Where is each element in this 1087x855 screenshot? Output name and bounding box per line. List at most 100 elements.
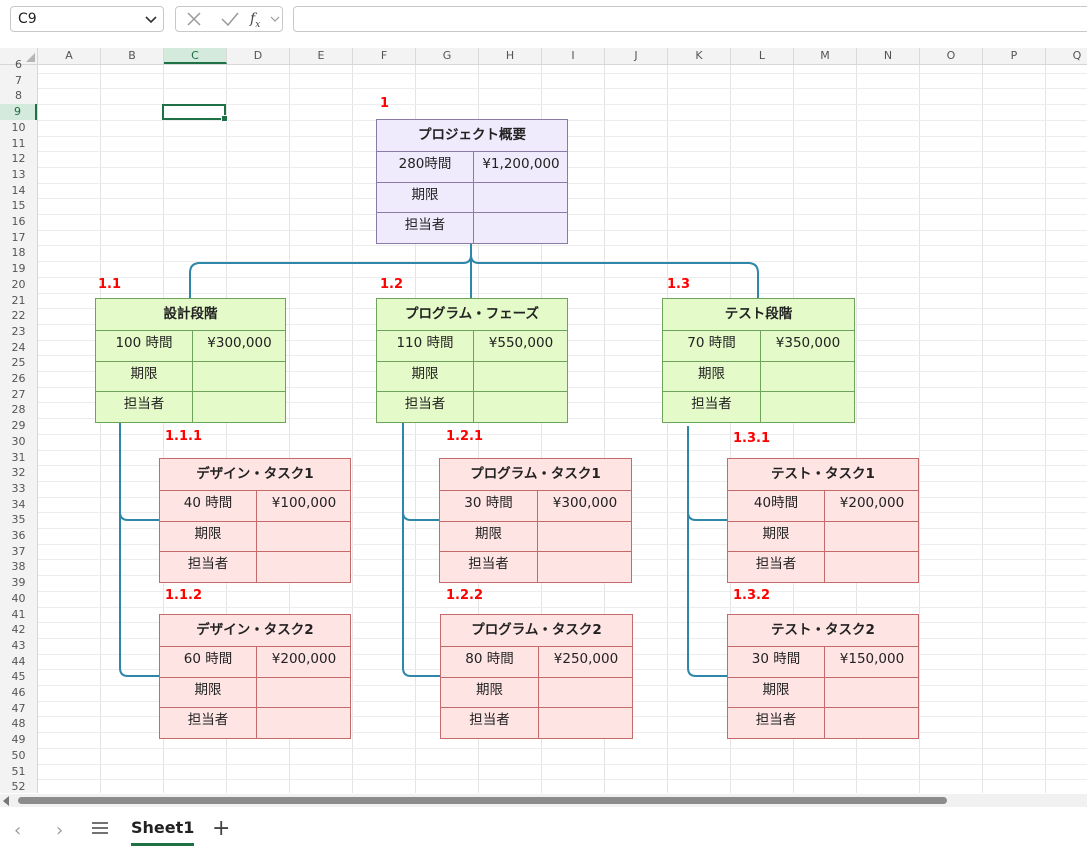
add-sheet-icon[interactable]: + xyxy=(212,816,231,841)
row-header-52[interactable]: 52 xyxy=(11,780,26,793)
row-header-38[interactable]: 38 xyxy=(11,560,26,574)
row-header-13[interactable]: 13 xyxy=(11,167,26,181)
column-header-c[interactable]: C xyxy=(164,48,227,64)
wbs-row-divider xyxy=(377,391,567,392)
row-header-20[interactable]: 20 xyxy=(11,277,26,291)
row-header-30[interactable]: 30 xyxy=(11,434,26,448)
row-header-7[interactable]: 7 xyxy=(15,73,22,87)
row-header-44[interactable]: 44 xyxy=(11,654,26,668)
row-header-9[interactable]: 9 xyxy=(0,104,37,120)
column-header-m[interactable]: M xyxy=(794,48,857,64)
formula-input[interactable] xyxy=(293,6,1087,32)
row-header-11[interactable]: 11 xyxy=(11,136,26,150)
grid-col-line xyxy=(793,65,794,793)
scroll-left-icon[interactable] xyxy=(3,796,9,806)
row-header-14[interactable]: 14 xyxy=(11,183,26,197)
column-header-a[interactable]: A xyxy=(38,48,101,64)
column-header-d[interactable]: D xyxy=(227,48,290,64)
select-all-button[interactable] xyxy=(0,48,38,64)
row-header-22[interactable]: 22 xyxy=(11,309,26,323)
row-header-21[interactable]: 21 xyxy=(11,293,26,307)
row-header-28[interactable]: 28 xyxy=(11,403,26,417)
row-header-18[interactable]: 18 xyxy=(11,246,26,260)
column-header-o[interactable]: O xyxy=(920,48,983,64)
wbs-title: テスト・タスク1 xyxy=(771,466,875,482)
row-header-36[interactable]: 36 xyxy=(11,529,26,542)
row-header-43[interactable]: 43 xyxy=(11,638,26,652)
next-sheet-icon[interactable]: › xyxy=(56,820,64,841)
row-header-19[interactable]: 19 xyxy=(11,262,26,276)
row-header-31[interactable]: 31 xyxy=(11,450,26,464)
row-header-42[interactable]: 42 xyxy=(11,623,26,637)
scrollbar-thumb[interactable] xyxy=(18,797,947,804)
column-header-n[interactable]: N xyxy=(857,48,920,64)
name-box[interactable]: C9 xyxy=(10,6,164,32)
row-header-37[interactable]: 37 xyxy=(11,544,26,558)
row-header-45[interactable]: 45 xyxy=(11,670,26,684)
row-header-32[interactable]: 32 xyxy=(11,466,26,480)
column-header-h[interactable]: H xyxy=(479,48,542,64)
row-header-40[interactable]: 40 xyxy=(11,591,26,605)
row-header-25[interactable]: 25 xyxy=(11,356,26,370)
row-header-35[interactable]: 35 xyxy=(11,513,26,527)
row-header-33[interactable]: 33 xyxy=(11,481,26,495)
horizontal-scrollbar[interactable] xyxy=(0,794,1087,807)
sheet-tab-bar: ‹ › Sheet1 + xyxy=(0,808,1087,855)
column-header-f[interactable]: F xyxy=(353,48,416,64)
column-header-k[interactable]: K xyxy=(668,48,731,64)
row-header-27[interactable]: 27 xyxy=(11,387,26,401)
column-header-j[interactable]: J xyxy=(605,48,668,64)
row-header-39[interactable]: 39 xyxy=(11,576,26,590)
sheet-tab-sheet1[interactable]: Sheet1 xyxy=(131,818,195,846)
chevron-down-icon[interactable] xyxy=(270,11,280,27)
row-header-8[interactable]: 8 xyxy=(15,89,22,103)
row-header-29[interactable]: 29 xyxy=(11,419,26,433)
column-header-i[interactable]: I xyxy=(542,48,605,64)
row-header-26[interactable]: 26 xyxy=(11,372,26,385)
column-header-e[interactable]: E xyxy=(290,48,353,64)
row-header-23[interactable]: 23 xyxy=(11,324,26,338)
row-header-47[interactable]: 47 xyxy=(11,701,26,715)
row-header-50[interactable]: 50 xyxy=(11,748,26,762)
wbs-title: プログラム・タスク2 xyxy=(471,622,602,638)
row-header-49[interactable]: 49 xyxy=(11,733,26,747)
column-header-b[interactable]: B xyxy=(101,48,164,64)
chevron-down-icon[interactable] xyxy=(143,11,159,27)
sheet-list-icon[interactable] xyxy=(92,821,108,835)
row-header-51[interactable]: 51 xyxy=(11,764,26,778)
column-header-g[interactable]: G xyxy=(416,48,479,64)
cancel-icon[interactable] xyxy=(186,11,202,27)
row-header-34[interactable]: 34 xyxy=(11,497,26,511)
select-all-icon xyxy=(26,53,35,62)
row-header-46[interactable]: 46 xyxy=(11,686,26,699)
wbs-hours: 30 時間 xyxy=(464,495,513,511)
column-header-p[interactable]: P xyxy=(983,48,1046,64)
row-header-15[interactable]: 15 xyxy=(11,199,26,213)
row-header-12[interactable]: 12 xyxy=(11,152,26,166)
row-header-41[interactable]: 41 xyxy=(11,607,26,621)
column-header-l[interactable]: L xyxy=(731,48,794,64)
active-cell-c9[interactable] xyxy=(162,104,228,122)
row-header-10[interactable]: 10 xyxy=(11,120,26,134)
check-icon[interactable] xyxy=(220,11,240,27)
row-header-24[interactable]: 24 xyxy=(11,340,26,354)
wbs-cost: ¥350,000 xyxy=(775,335,841,351)
function-icon[interactable]: fx xyxy=(250,11,261,30)
row-header-17[interactable]: 17 xyxy=(11,230,26,244)
row-header-16[interactable]: 16 xyxy=(11,215,26,228)
column-header-q[interactable]: Q xyxy=(1046,48,1087,64)
row-header-6[interactable]: 6 xyxy=(15,58,22,71)
row-header-48[interactable]: 48 xyxy=(11,717,26,731)
prev-sheet-icon[interactable]: ‹ xyxy=(14,820,22,841)
